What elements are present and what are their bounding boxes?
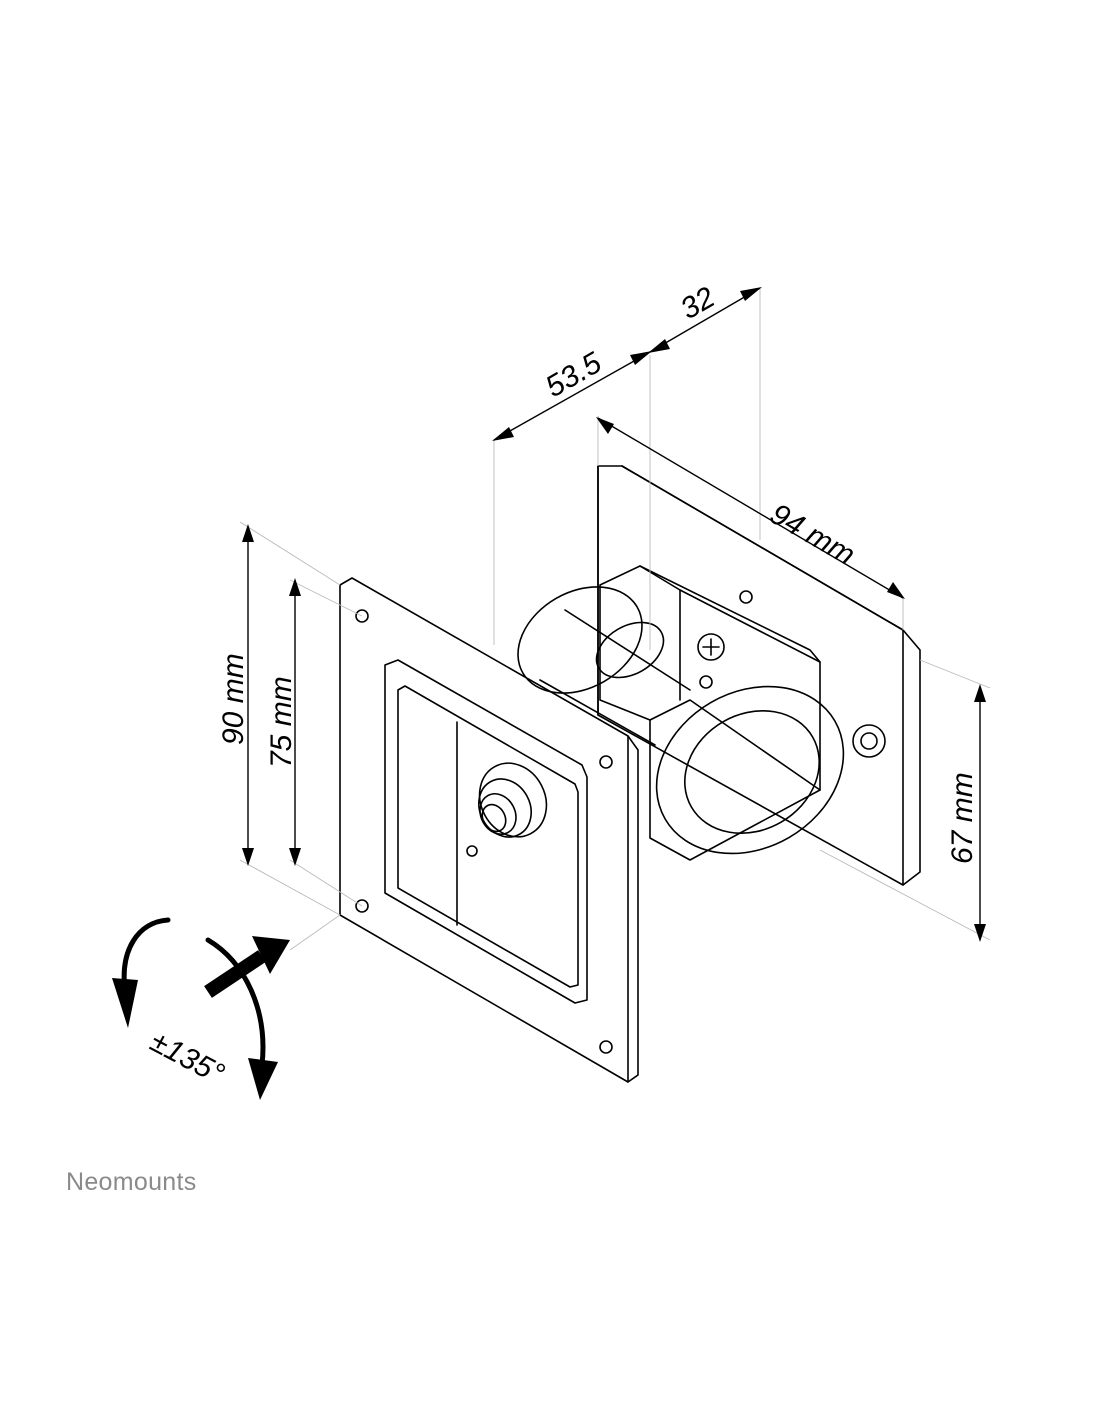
extension-lines: [239, 288, 991, 951]
vesa-hole-icon: [599, 755, 613, 769]
direction-arrow-icon: [252, 936, 290, 974]
rotation-arrows: [112, 917, 290, 1100]
brand-logo: Neomounts: [66, 1168, 197, 1196]
center-nut-icon: [478, 762, 548, 838]
knuckle-cylinder: [517, 586, 845, 855]
rotation-label: ±135°: [145, 1025, 230, 1091]
dimension-90mm-label: 90 mm: [217, 653, 250, 745]
rotate-right-arrow-icon: [205, 937, 266, 1068]
screw-icon: [697, 633, 725, 661]
dimension-94mm-label: 94 mm: [765, 497, 861, 571]
vesa-hole-icon: [355, 609, 369, 623]
rear-plate-bore-icon: [852, 724, 886, 758]
front-vesa-plate: [339, 577, 639, 1083]
dimension-32-label: 32: [675, 281, 721, 326]
hinge-body: [599, 565, 821, 861]
vesa-hole-icon: [599, 1040, 613, 1054]
rear-plate-hole-icon: [739, 590, 753, 604]
vesa-hole-icon: [355, 899, 369, 913]
rear-plate: [597, 465, 921, 886]
dimension-67mm-label: 67 mm: [946, 772, 979, 864]
dimension-lines: [242, 287, 986, 942]
dimension-75mm-label: 75 mm: [265, 676, 298, 768]
rotate-left-arrow-icon: [121, 917, 171, 993]
